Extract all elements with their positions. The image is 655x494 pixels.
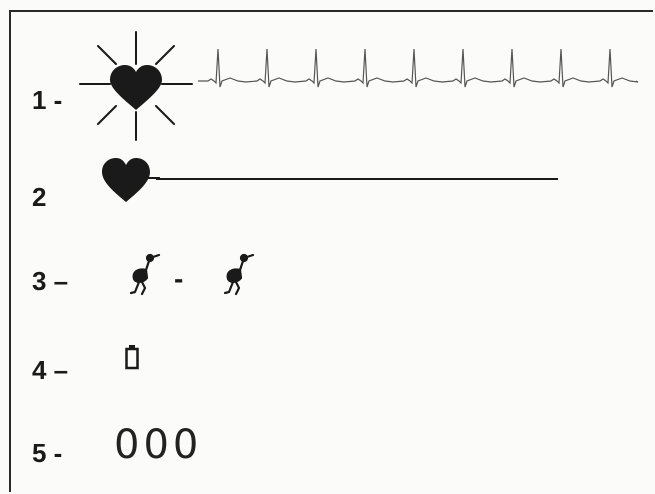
battery-icon <box>125 345 139 370</box>
flat-line <box>156 178 558 180</box>
flashing-heart-icon <box>79 31 193 141</box>
heart-icon <box>102 158 160 202</box>
row-5-label: 5 - <box>32 438 63 468</box>
ecg-waveform <box>198 48 639 88</box>
row-3-separator: - <box>174 263 184 294</box>
row-1-label: 1 - <box>32 85 63 115</box>
legend-frame <box>9 10 653 492</box>
walking-bird-icon-2 <box>223 253 255 296</box>
row-2-label: 2 <box>32 182 47 212</box>
counter-value: 000 <box>114 422 203 468</box>
walking-bird-icon <box>129 253 161 296</box>
row-4-label: 4 – <box>32 355 69 385</box>
row-3-label: 3 – <box>32 266 69 296</box>
